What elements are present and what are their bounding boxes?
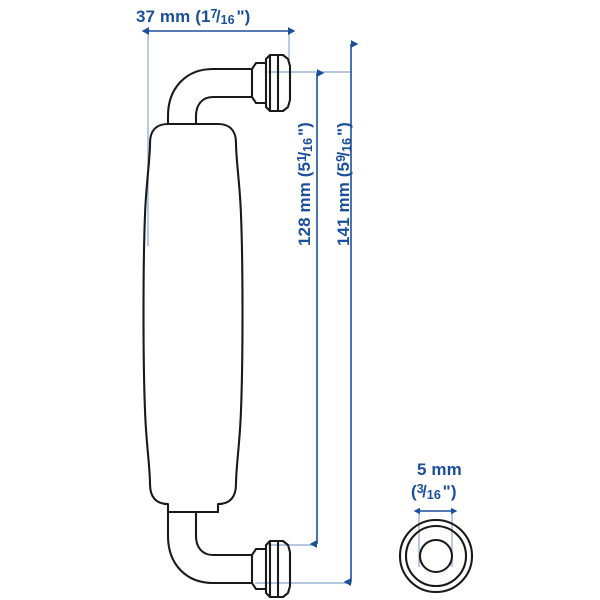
height-imperial: (59/16") [334,122,354,178]
ctc-inch-denominator: 16 [300,137,315,152]
boss-outer-circle [398,518,474,594]
extension-lines [147,28,453,584]
dia-inch-fraction: 3/16 [416,482,443,502]
boss-inner-circle [418,538,454,574]
dimension-label-overall-height: 141 mm (59/16") [334,122,354,246]
height-inch-fraction: 9/16 [334,136,354,162]
handle-top-inner-arc [194,95,254,126]
handle-bottom-inner-arc [194,510,254,557]
ctc-inch-whole: (5 [295,161,314,178]
height-inch-bar: / [335,151,353,157]
handle-bottom-outer-arc [166,510,254,585]
width-inch-denominator: 16 [220,12,235,27]
width-imperial: (17/16") [195,7,250,26]
dia-inch-open: ( [411,482,417,501]
height-inch-denominator: 16 [339,137,354,152]
ctc-inch-fraction: 1/16 [295,136,315,162]
handle-top-outer-arc [166,67,254,126]
height-metric: 141 mm [334,182,353,246]
width-inch-whole: (1 [195,7,211,26]
dimension-label-screw-diameter-metric: 5 mm [417,460,462,479]
dia-inch-denominator: 16 [426,487,441,502]
grip-right-profile [216,122,244,514]
width-inch-bar: / [216,8,221,26]
ctc-inch-bar: / [296,151,314,157]
ctc-metric: 128 mm [295,182,314,246]
width-inch-fraction: 7/16 [210,7,237,27]
width-metric: 37 mm [136,7,191,26]
ctc-imperial: (51/16") [295,122,315,178]
handle-side-view [142,53,292,599]
height-inch-whole: (5 [334,161,353,178]
width-inch-close: ") [236,7,251,26]
dimension-label-width: 37 mm (17/16") [136,7,250,26]
height-inch-close: ") [334,122,353,137]
dimension-label-center-to-center: 128 mm (51/16") [295,122,315,246]
boss-middle-circle [404,524,468,588]
dimension-label-screw-diameter-imperial: (3/16") [411,482,457,502]
dia-inch-numerator: 3 [416,482,424,497]
ctc-inch-close: ") [295,122,314,137]
top-flange-boss [250,53,292,113]
width-inch-numerator: 7 [210,7,218,22]
dia-inch-close: ") [442,482,457,501]
bottom-flange-boss [250,539,292,599]
screw-boss-section-view [398,518,474,594]
dia-inch-bar: / [422,483,427,501]
dimension-lines [141,27,458,586]
grip-left-profile [142,122,170,514]
